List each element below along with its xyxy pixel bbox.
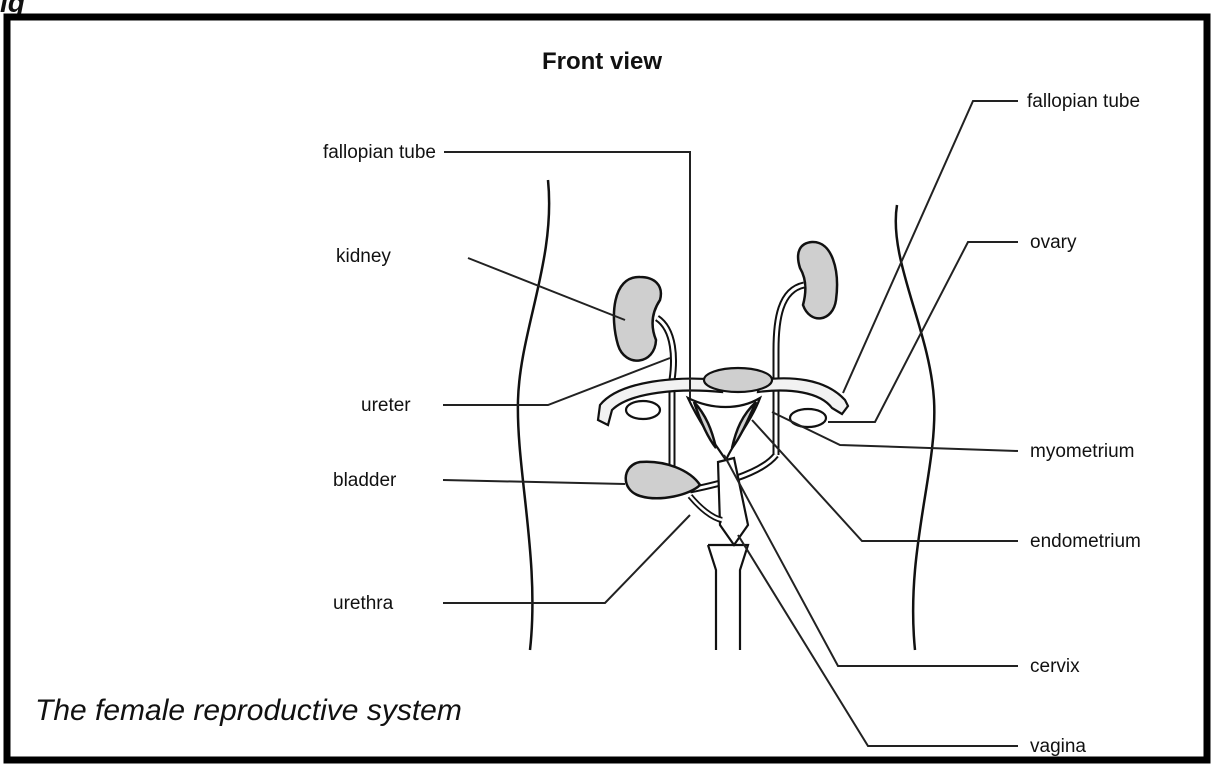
label-bladder: bladder xyxy=(333,470,397,491)
leader-endometrium xyxy=(752,420,1018,541)
label-fallopian-tube-left: fallopian tube xyxy=(323,142,436,163)
uterus-fundus xyxy=(704,368,772,392)
label-fallopian-tube-right: fallopian tube xyxy=(1027,91,1140,112)
leader-ovary xyxy=(828,242,1018,422)
label-ovary: ovary xyxy=(1030,232,1077,253)
label-endometrium: endometrium xyxy=(1030,531,1141,552)
ureter-left-inner xyxy=(657,318,673,480)
label-cervix: cervix xyxy=(1030,656,1080,677)
leader-cervix xyxy=(724,455,1018,666)
leader-kidney xyxy=(468,258,625,320)
label-myometrium: myometrium xyxy=(1030,441,1135,462)
leader-bladder xyxy=(443,480,625,484)
body-outline-right xyxy=(896,205,935,650)
diagram-title: Front view xyxy=(542,48,662,75)
leader-vagina xyxy=(738,535,1018,746)
ureter-right-inner xyxy=(776,285,804,455)
urethra-outer xyxy=(690,496,722,520)
label-kidney: kidney xyxy=(336,246,391,267)
ovary-left xyxy=(626,401,660,419)
figure-frame xyxy=(7,17,1207,760)
leader-urethra xyxy=(443,515,690,603)
body-outline-left xyxy=(518,180,549,650)
vaginal-canal xyxy=(708,545,748,650)
label-vagina: vagina xyxy=(1030,736,1086,757)
label-urethra: urethra xyxy=(333,593,394,614)
kidney-right xyxy=(798,242,837,318)
bladder xyxy=(626,462,700,498)
label-ureter: ureter xyxy=(361,395,411,416)
leader-fallopian-tube-left xyxy=(444,152,690,398)
diagram-caption: The female reproductive system xyxy=(35,694,462,727)
leader-fallopian-tube-right xyxy=(843,101,1018,393)
